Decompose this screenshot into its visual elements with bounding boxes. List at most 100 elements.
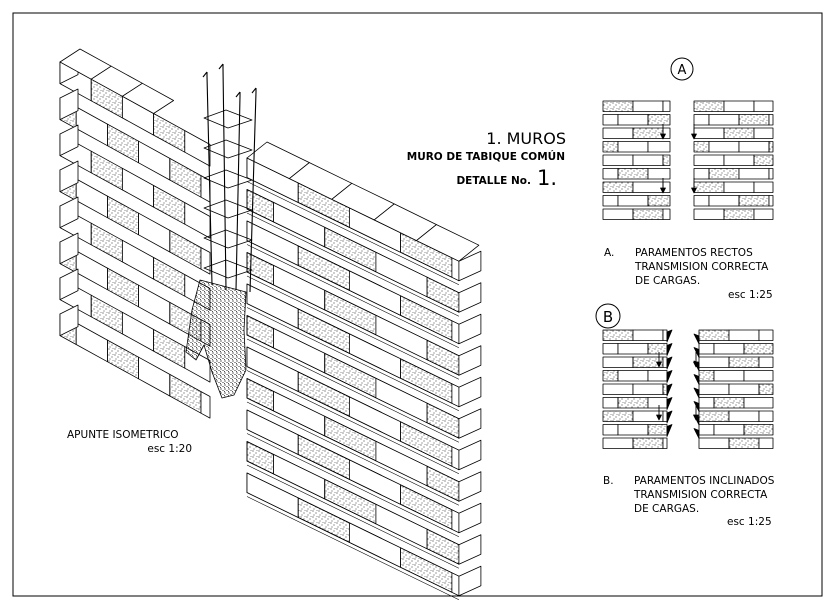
detail-b-brick xyxy=(758,356,774,368)
detail-a-brick xyxy=(693,195,710,207)
detail-b-brick xyxy=(602,370,619,382)
wall-brick-end xyxy=(458,313,482,345)
detail-a-brick xyxy=(708,114,740,126)
wall-brick-end xyxy=(458,502,482,534)
mortar-joint xyxy=(246,433,460,537)
detail-a-brick xyxy=(632,208,664,220)
back-wall-brick xyxy=(90,150,123,191)
detail-b-inclined-faces xyxy=(602,329,774,449)
mortar-joint xyxy=(246,212,460,317)
detail-b-brick xyxy=(698,410,730,422)
detail-b-brick xyxy=(713,370,745,382)
detail-b-brick xyxy=(647,424,668,436)
back-wall-brick xyxy=(153,113,186,153)
inclined-joint-left xyxy=(666,356,673,370)
detail-b-brick xyxy=(617,343,649,355)
detail-b-brick xyxy=(602,397,619,409)
inclined-joint-left xyxy=(666,370,673,383)
isometric-scale: esc 1:20 xyxy=(147,443,192,455)
detail-b-line3: DE CARGAS. xyxy=(634,503,699,515)
back-wall-top-brick xyxy=(122,82,175,114)
back-wall-brick xyxy=(153,257,186,297)
detail-a-brick xyxy=(738,168,770,180)
inclined-joint-right xyxy=(693,387,700,399)
detail-a-brick xyxy=(617,168,649,180)
detail-b-brick xyxy=(728,356,760,368)
inclined-joint-left xyxy=(666,343,673,356)
detail-b-brick xyxy=(632,383,664,395)
detail-b-brick xyxy=(728,437,760,449)
stirrup xyxy=(203,139,253,159)
inclined-joint-right xyxy=(693,428,700,439)
detail-b-brick xyxy=(743,424,774,436)
load-arrow-head xyxy=(660,187,666,194)
detail-b-brick xyxy=(698,343,715,355)
load-arrow-head xyxy=(691,187,697,194)
detail-a-brick xyxy=(693,141,710,153)
wall-brick xyxy=(451,446,460,471)
detail-b-brick xyxy=(662,383,668,395)
detail-a-brick xyxy=(647,168,671,180)
back-wall-brick xyxy=(184,130,211,167)
detail-b-line2: TRANSMISION CORRECTA xyxy=(633,489,768,501)
detail-a-brick xyxy=(632,181,664,193)
back-wall-brick xyxy=(107,123,140,164)
wall-brick-end xyxy=(458,534,482,565)
detail-b-brick xyxy=(602,410,634,422)
detail-b-brick xyxy=(758,329,774,341)
rebar-hook xyxy=(218,63,224,70)
wall-brick xyxy=(246,189,274,223)
detail-b-brick xyxy=(698,383,730,395)
detail-a-brick xyxy=(738,114,770,126)
back-wall-brick xyxy=(184,202,211,239)
detail-a-brick xyxy=(662,154,671,166)
wall-brick xyxy=(246,378,274,412)
rebar xyxy=(249,88,257,293)
detail-a-brick xyxy=(602,154,634,166)
detail-a-brick xyxy=(647,195,671,207)
rebar-hook xyxy=(251,87,257,94)
detail-b-brick xyxy=(662,356,668,368)
drawing-title: 1. MUROS xyxy=(486,129,566,148)
load-arrow-head xyxy=(693,361,699,368)
detail-a-straight-faces xyxy=(602,100,774,220)
inclined-joint-right xyxy=(693,401,700,412)
detail-b-brick xyxy=(662,437,668,449)
detail-b-marker: B xyxy=(595,303,621,329)
detail-b-brick xyxy=(602,343,619,355)
detail-a-brick xyxy=(602,141,619,153)
back-wall-brick xyxy=(169,229,202,270)
detail-a-brick xyxy=(617,114,649,126)
back-wall-brick xyxy=(169,157,202,198)
stirrup xyxy=(203,109,253,129)
detail-b-brick xyxy=(743,397,774,409)
detail-b-brick xyxy=(713,424,745,436)
detail-a-brick xyxy=(662,100,671,112)
stirrup xyxy=(203,259,253,279)
detail-a-brick xyxy=(723,127,755,139)
inclined-joint-right xyxy=(693,347,700,358)
wall-brick-end xyxy=(458,439,482,471)
sheet-border xyxy=(12,12,823,597)
rebar xyxy=(206,72,213,286)
detail-a-brick xyxy=(602,127,634,139)
back-wall-brick xyxy=(75,322,108,363)
detail-a-brick xyxy=(753,154,774,166)
detail-a-brick xyxy=(693,168,710,180)
back-wall-brick xyxy=(138,212,171,253)
back-wall-brick-end xyxy=(59,304,79,337)
wall-brick-end xyxy=(458,376,482,408)
stirrup xyxy=(203,199,253,219)
drawing-subtitle: MURO DE TABIQUE COMÚN xyxy=(407,150,565,163)
mortar-joint xyxy=(246,275,460,380)
detail-a-brick xyxy=(693,208,725,220)
detail-b-brick xyxy=(602,356,634,368)
detail-b-brick xyxy=(617,424,649,436)
back-wall-brick xyxy=(122,311,155,352)
load-arrow-head xyxy=(656,361,662,368)
detail-a-brick xyxy=(723,208,755,220)
detail-b-line1: PARAMENTOS INCLINADOS xyxy=(634,475,775,487)
detail-a-scale: esc 1:25 xyxy=(728,289,773,301)
inclined-joint-left xyxy=(666,410,673,424)
